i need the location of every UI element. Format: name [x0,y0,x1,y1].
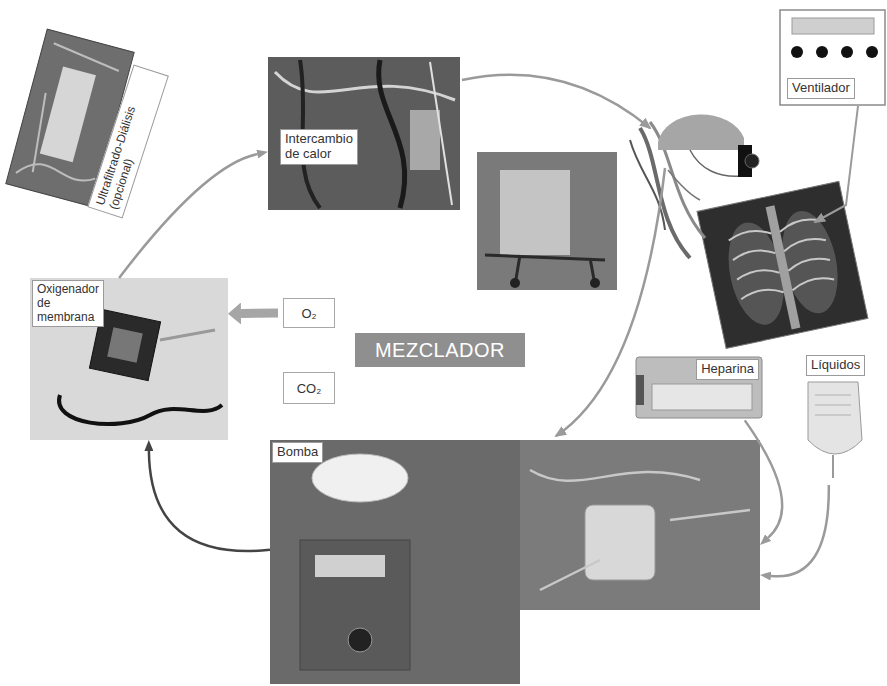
photo-frame [30,278,228,440]
node-label: Bomba [272,442,323,463]
oxygenator-core [107,327,143,363]
bag-body [808,382,862,454]
gas-box: O₂ [283,298,335,328]
oxygenator-box: Oxigenador de membrana [30,278,228,440]
syringe-strip [636,375,644,405]
pump-screen [652,384,752,410]
pump-box: Bomba [270,440,760,684]
wheel [590,278,600,288]
pump-photo [270,440,760,684]
patient-head [658,114,744,150]
ventilation-line [815,106,858,222]
heat-exchanger-box: Intercambio de calor [268,57,460,210]
ribs [728,216,835,301]
drip-line [832,455,834,478]
ventilator-housing [780,10,885,105]
flow-arrow [119,154,257,278]
node-label: CO₂ [297,381,322,396]
bag-marks [815,395,851,415]
ventilator-knob [816,46,828,58]
ventilator-icon [780,10,885,105]
syringe-pump [636,357,762,418]
ventilator-knob [866,46,878,58]
photo-frame [268,57,460,210]
node-label: Oxigenador de membrana [32,280,104,327]
ventilator-display [792,18,874,34]
patient-face [690,150,742,176]
optional-module-label: Ultrafiltrado-Diálisis (opcional) [87,64,168,218]
pump-head [312,454,408,502]
node-label: O₂ [301,306,316,321]
blender-band: MEZCLADOR [355,333,525,367]
stand [485,255,605,285]
pump-knob [348,628,372,652]
node-label: Ventilador [787,78,855,99]
flow-arrow [462,75,650,128]
node-label: Ultrafiltrado-Diálisis (opcional) [93,71,163,211]
tubing [430,62,452,205]
patient-hand [668,170,700,200]
ventilator-box: Ventilador [780,10,885,105]
pump-display [315,555,385,577]
gas-box: CO₂ [283,372,335,404]
device-part [410,110,440,170]
heparin-pump-box: Heparina [636,357,762,418]
node-label: Líquidos [806,355,865,376]
wheel [510,278,520,288]
fluids-box: Líquidos [800,355,872,482]
circuit-photo [477,152,617,290]
iv-bag [808,382,862,478]
oxygenator-photo [30,278,228,440]
patient-figure [630,114,759,258]
tubing [59,395,222,424]
ventilator-knob [791,46,803,58]
photo-frame [477,152,617,290]
ventilator-knob [841,46,853,58]
cannula [630,140,665,230]
mask-port [745,154,759,168]
filter-cartridge [40,66,96,162]
tubing [530,470,750,590]
node-label: Intercambio de calor [280,129,358,165]
spine [766,205,801,329]
tubing [379,60,405,208]
photo-frame [270,440,520,684]
flow-arrow [241,309,278,318]
flow-arrow [771,485,829,576]
flow-arrow [556,168,665,436]
tubing [160,330,215,340]
photo-frame [520,440,760,610]
pump-console [300,540,410,670]
node-label: MEZCLADOR [375,339,505,362]
flow-arrow [745,420,782,537]
pump-unit [585,505,655,580]
flow-arrow [149,451,270,551]
bag [500,170,570,255]
pump-housing [636,357,762,418]
node-label: Heparina [696,359,759,380]
heat-exchanger-photo [268,57,460,210]
